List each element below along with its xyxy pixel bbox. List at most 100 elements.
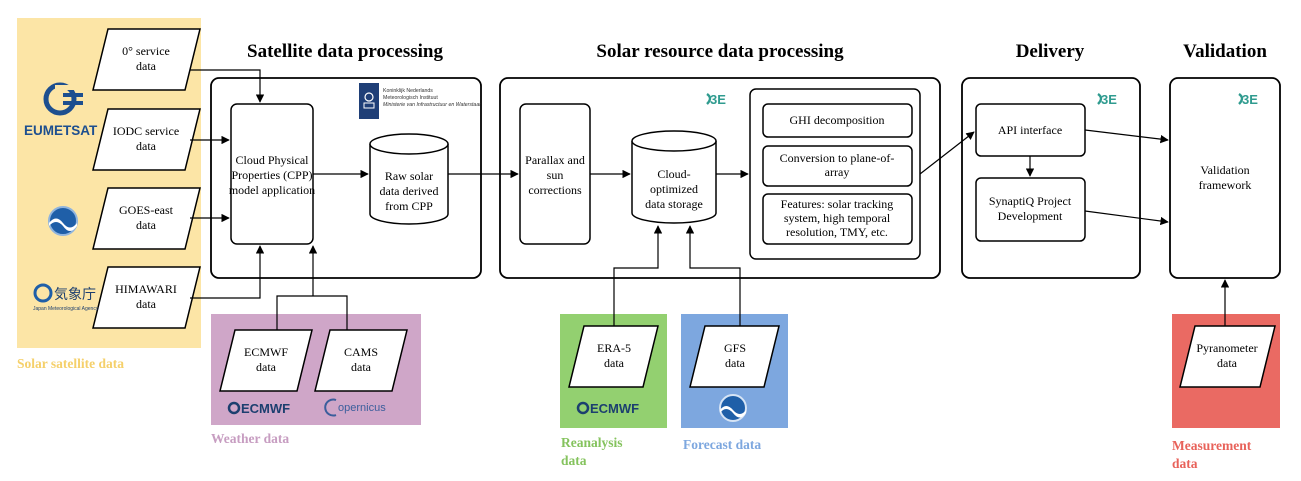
parallax-line1: Parallax and [525,153,585,167]
input-iodc-line2: data [136,139,157,153]
group-label-reanalysis-2: data [561,453,587,468]
input-goes-line1: GOES-east [119,203,174,217]
eumetsat-logo-text: EUMETSAT [24,123,98,138]
validation-line1: Validation [1200,163,1249,177]
parallax-line2: sun [547,168,564,182]
conversion-node: Conversion to plane-of-array [762,145,913,187]
parallax-line3: corrections [528,183,582,197]
title-delivery: Delivery [1016,41,1085,62]
logo-3e-solar-text: 3E [710,92,726,107]
input-ecmwf-line1: ECMWF [244,345,288,359]
features-line3: resolution, TMY, etc. [786,225,888,239]
input-iodc-line1: IODC service [113,124,179,138]
input-0deg-line1: 0° service [122,44,170,58]
synaptiq-line2: Development [998,209,1063,223]
cpp-line1: Cloud Physical [235,153,309,167]
cpp-line2: Properties (CPP) [232,168,313,182]
title-satellite-processing: Satellite data processing [247,41,443,62]
arrow-api-to-validation [1084,129,1169,144]
svg-text:Conversion to plane-of-array: Conversion to plane-of-array [780,151,895,179]
arrow-gfs-to-storage [685,225,741,326]
logo-3e-delivery-text: 3E [1101,92,1117,107]
conversion-line1: Conversion to plane-of- [780,151,895,165]
eumetsat-logo: EUMETSAT [24,82,98,138]
noaa-logo-forecast [719,394,747,422]
logo-3e-solar: 3E [706,92,726,107]
raw-solar-line1: Raw solar [385,169,433,183]
cloud-storage-line3: data storage [645,197,703,211]
arrow-era5-to-storage [613,225,663,326]
group-label-forecast: Forecast data [683,437,761,452]
group-label-weather: Weather data [211,431,289,446]
validation-container [1169,77,1281,279]
input-pyranometer-line1: Pyranometer [1196,341,1257,355]
input-pyranometer-line2: data [1217,356,1238,370]
group-label-measurement-1: Measurement [1172,438,1252,453]
title-solar-resource-processing: Solar resource data processing [596,41,844,62]
cloud-storage-line1: Cloud- [657,167,690,181]
arrow-weather-to-cpp [276,246,348,330]
ghi-label: GHI decomposition [790,113,885,127]
input-himawari-line1: HIMAWARI [115,282,177,296]
cpp-line3: model application [229,183,315,197]
ecmwf-logo-reanalysis: ECMWF [576,401,639,416]
input-cams-line2: data [351,360,372,374]
delivery-container [961,77,1141,279]
arrow-himawari-to-cpp [190,245,265,299]
group-label-solar-satellite: Solar satellite data [17,356,124,371]
api-label: API interface [998,123,1062,137]
ghi-decomposition-node: GHI decomposition [762,103,913,138]
synaptiq-line1: SynaptiQ Project [989,194,1072,208]
connectors [190,69,1230,330]
features-line1: Features: solar tracking [781,197,894,211]
ecmwf-logo-weather: ECMWF [227,401,290,416]
arrow-0deg-to-cpp [190,69,265,103]
input-era5-line1: ERA-5 [597,341,631,355]
knmi-line3: Ministerie van Infrastructuur en Waterst… [383,102,481,108]
logo-3e-validation-text: 3E [1242,92,1258,107]
input-goes-line2: data [136,218,157,232]
features-line2: system, high temporal [784,211,891,225]
input-era5-line2: data [604,356,625,370]
input-0deg-line2: data [136,59,157,73]
copernicus-logo-text: opernicus [338,402,386,414]
logo-3e-delivery: 3E [1097,92,1117,107]
input-himawari-line2: data [136,297,157,311]
arrow-synaptiq-to-validation [1084,210,1169,226]
knmi-line2: Meteorologisch Instituut [383,95,438,101]
arrow-features-to-api [919,131,975,175]
conversion-line2: array [825,165,850,179]
solar-resource-container [499,77,941,279]
noaa-logo-left [48,206,78,236]
raw-solar-line2: data derived [380,184,439,198]
raw-solar-line3: from CPP [385,199,433,213]
api-interface-node: API interface [975,103,1086,157]
